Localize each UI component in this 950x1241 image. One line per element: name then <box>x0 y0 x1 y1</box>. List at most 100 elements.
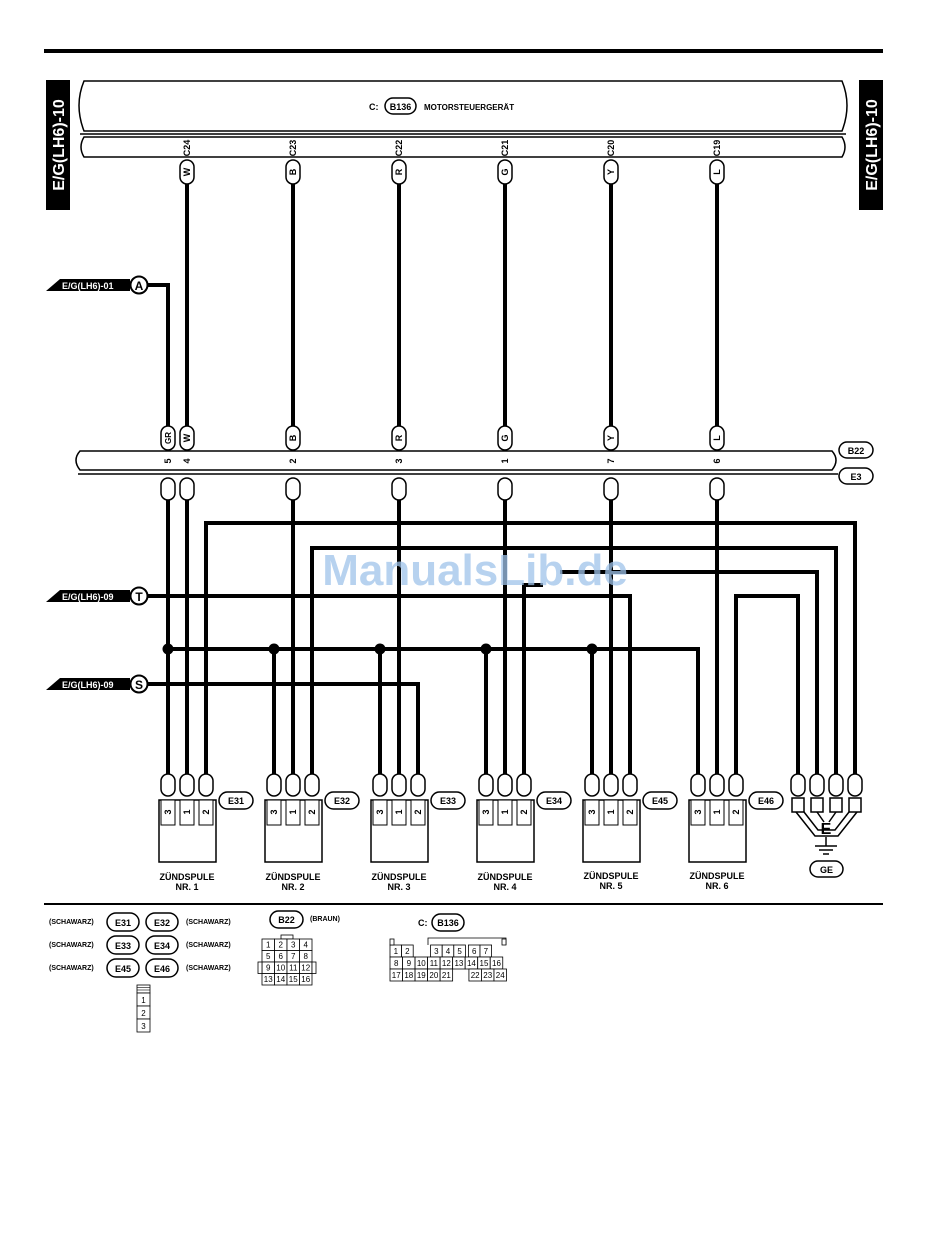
b22-pin: 9 <box>266 964 271 973</box>
legend-color: (SCHAWARZ) <box>49 919 94 926</box>
coil-pin: 2 <box>625 809 635 814</box>
b136-outline <box>427 937 507 945</box>
b136-pin: 19 <box>417 971 426 980</box>
coil-nr: NR. 3 <box>387 882 410 892</box>
ecu-pin: C22 R <box>391 140 407 185</box>
coil-nr: NR. 1 <box>175 882 198 892</box>
ecu-pin-number: C23 <box>288 140 298 157</box>
b22-pin: 8 <box>304 952 309 961</box>
coil-connector-face: 1 2 3 <box>136 984 151 1033</box>
side-ref-right-text: E/G(LH6)-10 <box>864 99 881 191</box>
coil-4: 3 1 2 E34 ZÜNDSPULE NR. 4 <box>476 773 572 892</box>
ecu-pin-color: L <box>712 169 722 175</box>
coil-pin: 2 <box>519 809 529 814</box>
ground-symbol: E <box>821 821 832 838</box>
b136-pin: 17 <box>392 971 401 980</box>
ref-a-label: E/G(LH6)-01 <box>62 281 114 291</box>
b22-cell <box>299 973 313 986</box>
junction-bar: B22 E3 <box>75 441 874 485</box>
legend-color: (SCHAWARZ) <box>49 965 94 972</box>
b136-pin: 14 <box>467 959 476 968</box>
b136-pin: 9 <box>407 959 412 968</box>
coil-connector: E33 <box>440 796 456 806</box>
ecu-prefix: C: <box>369 102 379 112</box>
ref-t: E/G(LH6)-09 T <box>46 586 149 606</box>
b136-latch <box>501 938 507 946</box>
ecu-pin-number: C20 <box>606 140 616 157</box>
coil-pin: 1 <box>500 809 510 814</box>
junction-pin: B 2 <box>285 425 301 501</box>
ecu-pin-number: C22 <box>394 140 404 157</box>
b136-pin: 13 <box>454 959 463 968</box>
coil-label: ZÜNDSPULE <box>689 871 744 881</box>
ref-a-letter: A <box>135 279 144 293</box>
junction-pin-color: G <box>500 434 510 441</box>
b22-pin: 5 <box>266 952 271 961</box>
b136-pin: 24 <box>496 971 505 980</box>
coil-2: 3 1 2 E32 ZÜNDSPULE NR. 2 <box>264 773 360 892</box>
ecu-bar: C: B136 MOTORSTEUERGERÄT <box>78 80 848 158</box>
b136-pin: 6 <box>472 947 477 956</box>
junction-pin: G 1 <box>497 425 513 501</box>
b136-pin: 8 <box>394 959 399 968</box>
legend-connector: E31 <box>115 918 131 928</box>
coil-nr: NR. 6 <box>705 881 728 891</box>
b136-pin: 2 <box>405 947 410 956</box>
junction-pin-num: 7 <box>606 458 616 463</box>
b22-pin: 14 <box>276 975 285 984</box>
junction-dots <box>162 643 598 655</box>
legend-b22-name: B22 <box>278 915 295 925</box>
b136-pin: 5 <box>457 947 462 956</box>
coil-nr: NR. 2 <box>281 882 304 892</box>
ref-t-letter: T <box>135 590 143 604</box>
ref-a: E/G(LH6)-01 A <box>46 275 149 295</box>
coil-pin: 1 <box>712 809 722 814</box>
junction-pin: L 6 <box>709 425 725 501</box>
junction-pin-num: 3 <box>394 458 404 463</box>
ref-s: E/G(LH6)-09 S <box>46 674 149 694</box>
b22-pin: 4 <box>304 941 309 950</box>
b136-pin: 16 <box>492 959 501 968</box>
b22-pin: 16 <box>301 975 310 984</box>
coil-pin: 2 <box>413 809 423 814</box>
b136-pin: 20 <box>429 971 438 980</box>
b22-pin: 3 <box>291 941 296 950</box>
junction-pin-num: 2 <box>288 458 298 463</box>
watermark: ManualsLib.de <box>322 546 628 595</box>
b136-pin: 23 <box>483 971 492 980</box>
b136-pin: 1 <box>394 947 399 956</box>
b22-pin: 7 <box>291 952 296 961</box>
b136-pin: 3 <box>434 947 439 956</box>
legend-connector: E33 <box>115 941 131 951</box>
b22-side-tab <box>257 961 263 974</box>
b136-pin: 15 <box>480 959 489 968</box>
b136-pin: 12 <box>442 959 451 968</box>
junction-pin-color: GR <box>164 432 173 444</box>
junction-pin-num: 6 <box>712 458 722 463</box>
b136-pin: 10 <box>417 959 426 968</box>
junction-pin: Y 7 <box>603 425 619 501</box>
b22-pin: 13 <box>264 975 273 984</box>
junction-pin-num: 5 <box>163 458 173 463</box>
coil-nr: NR. 5 <box>599 881 622 891</box>
coil-6: 3 1 2 E46 ZÜNDSPULE NR. 6 <box>688 773 784 891</box>
coil-pin: 2 <box>307 809 317 814</box>
legend-connector: E45 <box>115 964 131 974</box>
b136-latch <box>389 938 395 946</box>
junction-pin: W 4 <box>179 425 195 501</box>
b22-pin: 15 <box>289 975 298 984</box>
coil-connector: E31 <box>228 796 244 806</box>
ecu-pin-number: C24 <box>182 140 192 157</box>
ref-s-label: E/G(LH6)-09 <box>62 680 114 690</box>
b136-pin: 11 <box>430 959 439 968</box>
b22-pin: 2 <box>279 941 284 950</box>
ecu-pin: C20 Y <box>603 140 619 185</box>
b22-pin: 1 <box>266 941 271 950</box>
coil-pin: 2 <box>731 809 741 814</box>
legend-b22-color: (BRAUN) <box>310 916 340 923</box>
